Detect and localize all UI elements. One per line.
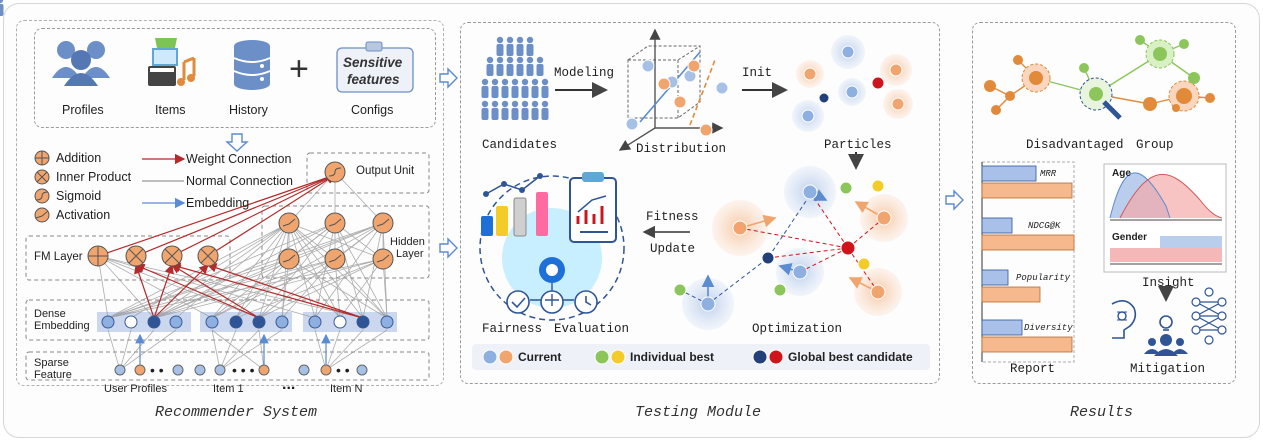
report-graphic xyxy=(981,161,1075,363)
fairness-evaluation-graphic xyxy=(479,172,625,321)
metric-mrr: MRR xyxy=(1040,169,1057,179)
dense-label-1: Dense xyxy=(34,308,66,320)
fm-layer-box xyxy=(25,235,231,281)
legend-addition: Addition xyxy=(56,151,102,165)
insight-graphic xyxy=(1103,163,1227,273)
disadvantaged-label: Disadvantaged xyxy=(1026,138,1124,152)
candidates-crowd-icon xyxy=(481,36,549,120)
configs-icon xyxy=(336,41,414,93)
arrow-to-results-icon xyxy=(945,189,964,211)
sparse-nodes xyxy=(114,364,368,376)
sparse-dots-2: • • • xyxy=(232,362,255,378)
items-label: Items xyxy=(155,103,186,117)
sparse-dots-3: • • xyxy=(336,362,350,378)
sparse-label-2: Feature xyxy=(34,369,72,381)
legend-current-label: Current xyxy=(518,350,562,364)
results-panel xyxy=(972,22,1236,384)
disadvantaged-group-graphic xyxy=(984,35,1215,120)
legend-current-icon xyxy=(482,349,514,365)
group-label: Group xyxy=(1136,138,1174,152)
hidden-layer-label-1: Hidden xyxy=(390,236,425,248)
legend-activation: Activation xyxy=(56,208,111,222)
sensitive-label-2: features xyxy=(347,72,400,87)
embedding-nodes xyxy=(101,315,394,329)
dense-label-2: Embedding xyxy=(34,320,90,332)
update-label: Update xyxy=(650,242,696,256)
optimization-graphic xyxy=(673,166,908,330)
mitigation-graphic xyxy=(1111,287,1227,356)
report-label: Report xyxy=(1010,362,1056,376)
input-sources-panel xyxy=(34,28,436,128)
items-icon xyxy=(148,38,196,86)
particles-graphic xyxy=(792,35,913,132)
arrow-to-testing-icon xyxy=(439,67,458,89)
legend-inner-product: Inner Product xyxy=(56,170,132,184)
mitigation-label: Mitigation xyxy=(1130,362,1206,376)
addition-icon xyxy=(34,150,50,166)
legend-global-icon xyxy=(752,349,784,365)
legend-weight-connection: Weight Connection xyxy=(186,152,292,166)
insight-label: Insight xyxy=(1142,276,1195,290)
testing-legend-bar xyxy=(472,344,930,370)
legend-normal-connection: Normal Connection xyxy=(186,174,293,188)
init-label: Init xyxy=(742,66,773,80)
sensitive-label-1: Sensitive xyxy=(343,55,403,70)
recommender-panel xyxy=(16,20,444,386)
arrow-to-testing-icon-2 xyxy=(439,237,458,259)
candidates-label: Candidates xyxy=(482,138,558,152)
inner-product-icon xyxy=(34,169,50,185)
metric-ndcg: NDCG@K xyxy=(1028,221,1061,231)
sigmoid-icon xyxy=(34,188,50,204)
user-profiles-label: User Profiles xyxy=(104,383,167,395)
legend-individual-icon xyxy=(594,349,626,365)
fitness-label: Fitness xyxy=(646,210,699,224)
dense-embedding-box xyxy=(25,299,430,341)
legend-sigmoid: Sigmoid xyxy=(56,189,102,203)
candidates-icon xyxy=(0,0,4,16)
fm-layer-label: FM Layer xyxy=(34,251,83,263)
history-label: History xyxy=(229,103,268,117)
database-icon xyxy=(233,40,271,90)
item-1-label: Item 1 xyxy=(213,383,244,395)
evaluation-label: Evaluation xyxy=(554,322,630,336)
sparse-label-1: Sparse xyxy=(34,357,69,369)
profiles-label: Profiles xyxy=(62,103,104,117)
hidden-layer-label-2: Layer xyxy=(396,248,424,260)
output-unit-label: Output Unit xyxy=(356,165,415,177)
testing-module-panel xyxy=(460,22,940,384)
modeling-label: Modeling xyxy=(554,66,615,80)
fairness-label: Fairness xyxy=(482,322,543,336)
sparse-dots-1: • • xyxy=(150,362,164,378)
embedding-arrows xyxy=(135,333,331,365)
distribution-graphic xyxy=(618,28,729,151)
legend-individual-label: Individual best xyxy=(630,350,715,364)
age-label: Age xyxy=(1112,168,1131,179)
normal-connections xyxy=(97,171,388,371)
item-n-label: Item N xyxy=(330,383,363,395)
metric-diversity: Diversity xyxy=(1024,323,1073,333)
particles-label: Particles xyxy=(824,138,892,152)
gender-label: Gender xyxy=(1112,232,1148,243)
results-caption: Results xyxy=(1070,404,1134,421)
profiles-icon xyxy=(52,41,110,86)
testing-caption: Testing Module xyxy=(635,404,762,421)
configs-label: Configs xyxy=(351,103,394,117)
metric-popularity: Popularity xyxy=(1016,273,1071,283)
optimization-label: Optimization xyxy=(752,322,843,336)
recommender-caption: Recommender System xyxy=(155,404,318,421)
activation-icon xyxy=(34,207,50,223)
plus-sign: + xyxy=(289,50,309,88)
distribution-label: Distribution xyxy=(636,142,727,156)
down-hollow-arrow-icon xyxy=(225,133,249,152)
legend-embedding: Embedding xyxy=(186,196,250,210)
legend-global-label: Global best candidate xyxy=(788,350,913,364)
output-unit-box xyxy=(306,152,430,194)
items-ellipsis: ... xyxy=(282,376,296,393)
sparse-feature-box xyxy=(25,351,430,381)
weight-connections xyxy=(97,173,364,319)
